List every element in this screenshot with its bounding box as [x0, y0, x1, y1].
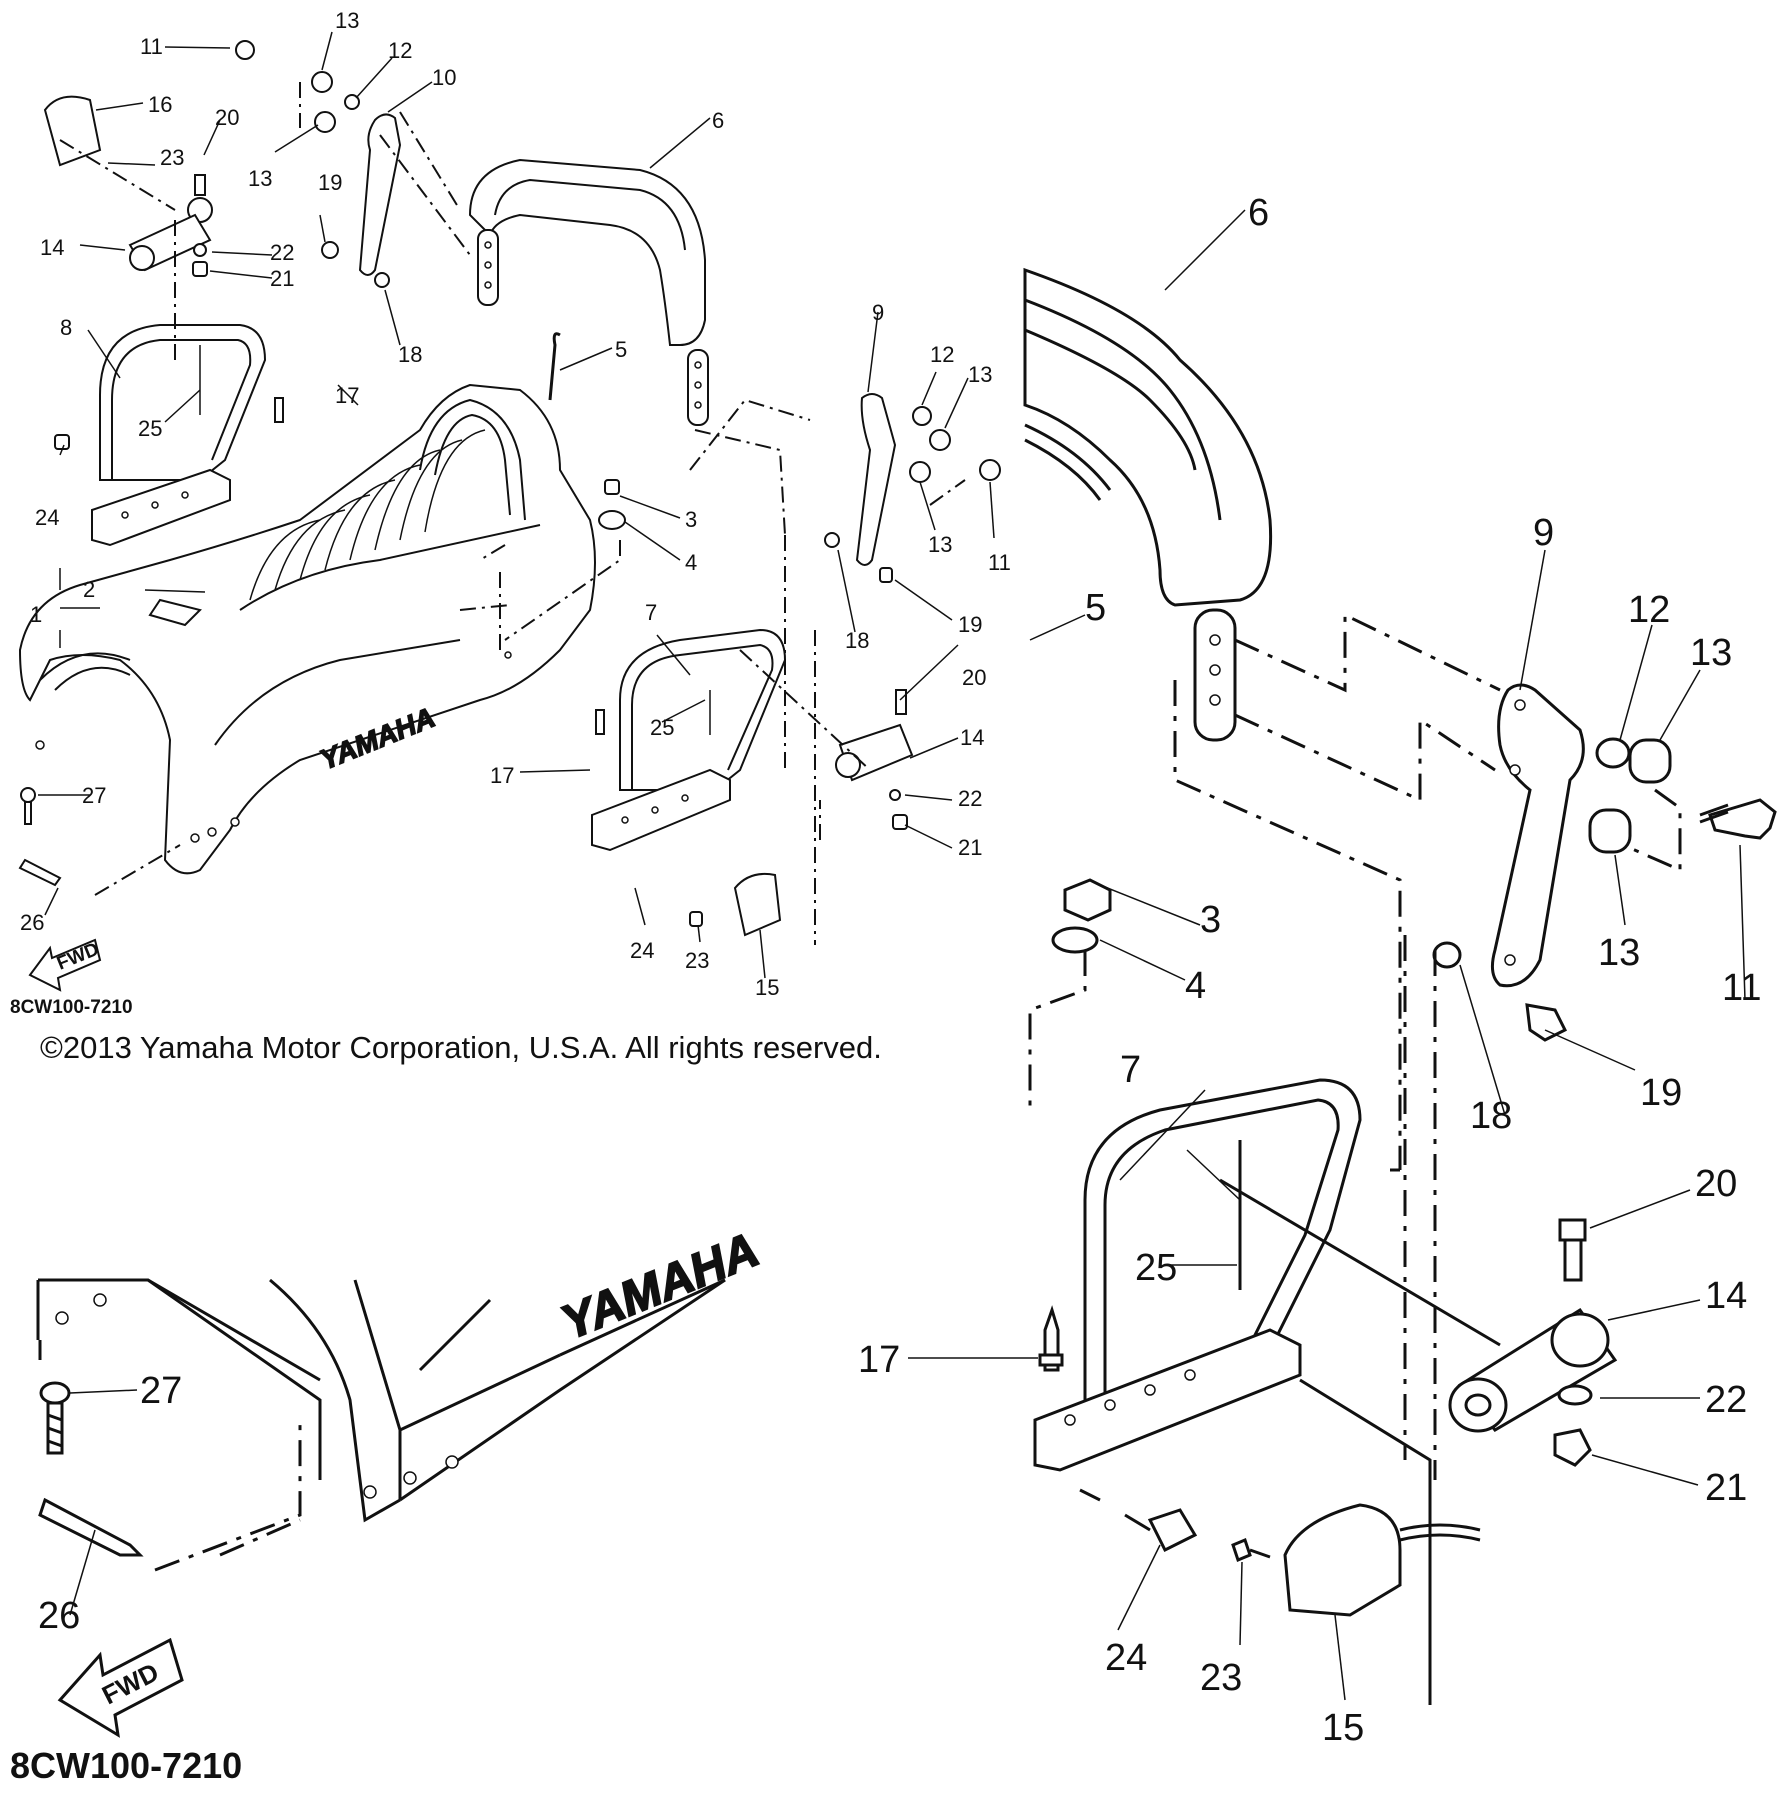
detail-callout-22: 22	[1705, 1379, 1747, 1421]
detail-callout-25: 25	[1135, 1247, 1177, 1289]
callout-20b: 20	[962, 665, 986, 690]
callout-10: 10	[432, 65, 456, 90]
callout-13a: 13	[335, 8, 359, 33]
diagram-code-small: 8CW100-7210	[10, 997, 133, 1018]
callout-21a: 21	[270, 266, 294, 291]
callout-18a: 18	[398, 342, 422, 367]
small-parts-main	[18, 40, 1001, 937]
callout-2: 2	[83, 577, 95, 602]
callout-22a: 22	[270, 240, 294, 265]
callout-13c: 13	[968, 362, 992, 387]
detail-callout-19: 19	[1640, 1072, 1682, 1114]
callout-9: 9	[872, 300, 884, 325]
detail-callout-18: 18	[1470, 1095, 1512, 1137]
grab-frame-8	[91, 324, 267, 547]
fwd-arrow-small: FWD	[28, 938, 102, 992]
bottom-callout-26: 26	[38, 1595, 80, 1637]
detail-callout-20: 20	[1695, 1163, 1737, 1205]
detail-callout-6: 6	[1248, 192, 1269, 234]
grab-bar-6	[468, 158, 709, 426]
detail-callout-24: 24	[1105, 1637, 1147, 1679]
callout-24b: 24	[630, 938, 654, 963]
callout-23b: 23	[685, 948, 709, 973]
rod-5	[548, 332, 561, 401]
detail-callout-23: 23	[1200, 1657, 1242, 1699]
detail-callout-17: 17	[858, 1339, 900, 1381]
callout-1: 1	[30, 602, 42, 627]
callout-11b: 11	[988, 550, 1011, 575]
callout-17b: 17	[490, 763, 514, 788]
callout-27: 27	[82, 783, 106, 808]
detail-callout-14: 14	[1705, 1275, 1747, 1317]
callout-25b: 25	[650, 715, 674, 740]
yamaha-brand-mark-detail: YAMAHA	[554, 1223, 766, 1350]
detail-callout-4: 4	[1185, 965, 1206, 1007]
callout-4: 4	[685, 550, 697, 575]
callout-8: 8	[60, 315, 72, 340]
callout-24a: 24	[35, 505, 59, 530]
callout-12a: 12	[388, 38, 412, 63]
callouts-main: 11 13 12 10 16 20 6 23 13 19 14 22 21 9 …	[20, 8, 1011, 1000]
callout-15: 15	[755, 975, 779, 1000]
callout-6: 6	[712, 108, 724, 133]
callout-19a: 19	[318, 170, 342, 195]
callout-11a: 11	[140, 34, 163, 59]
seat-assembly	[18, 383, 596, 875]
callout-14b: 14	[960, 725, 984, 750]
callout-17a: 17	[335, 383, 359, 408]
callout-25a: 25	[138, 416, 162, 441]
callout-21b: 21	[958, 835, 982, 860]
grab-frame-7	[591, 628, 787, 852]
callout-22b: 22	[958, 786, 982, 811]
detail-callout-15: 15	[1322, 1707, 1364, 1749]
bracket-10	[358, 113, 499, 306]
detail-callout-21: 21	[1705, 1467, 1747, 1509]
detail-callout-9: 9	[1533, 512, 1554, 554]
bottom-detail-view: YAMAHA 27 26 FWD 8CW100-7210	[10, 1222, 767, 1786]
main-exploded-view: YAMAHA	[10, 8, 1011, 1065]
bracket-9	[855, 393, 897, 566]
callout-23a: 23	[160, 145, 184, 170]
leader-lines-main	[38, 31, 995, 979]
detail-callout-13a: 13	[1690, 632, 1732, 674]
callout-13b: 13	[248, 166, 272, 191]
bottom-callout-27: 27	[140, 1370, 182, 1412]
callout-5: 5	[615, 337, 627, 362]
callout-3: 3	[685, 507, 697, 532]
detail-callout-5: 5	[1085, 587, 1106, 629]
detail-callout-3: 3	[1200, 899, 1221, 941]
callout-7: 7	[645, 600, 657, 625]
detail-callout-12: 12	[1628, 589, 1670, 631]
callout-14a: 14	[40, 235, 64, 260]
detail-callout-13b: 13	[1598, 932, 1640, 974]
callout-20a: 20	[215, 105, 239, 130]
detail-callout-11: 11	[1722, 967, 1761, 1009]
callout-26: 26	[20, 910, 44, 935]
right-detail-view: 6 9 5 12 13 3 13 11 4 7 19 18 20 25 14 1…	[858, 192, 1777, 1749]
callout-16: 16	[148, 92, 172, 117]
diagram-code-large: 8CW100-7210	[10, 1745, 242, 1786]
callout-12b: 12	[930, 342, 954, 367]
copyright-notice: ©2013 Yamaha Motor Corporation, U.S.A. A…	[40, 1030, 882, 1065]
detail-callout-7: 7	[1120, 1049, 1141, 1091]
callout-13d: 13	[928, 532, 952, 557]
callout-19b: 19	[958, 612, 982, 637]
callout-18b: 18	[845, 628, 869, 653]
